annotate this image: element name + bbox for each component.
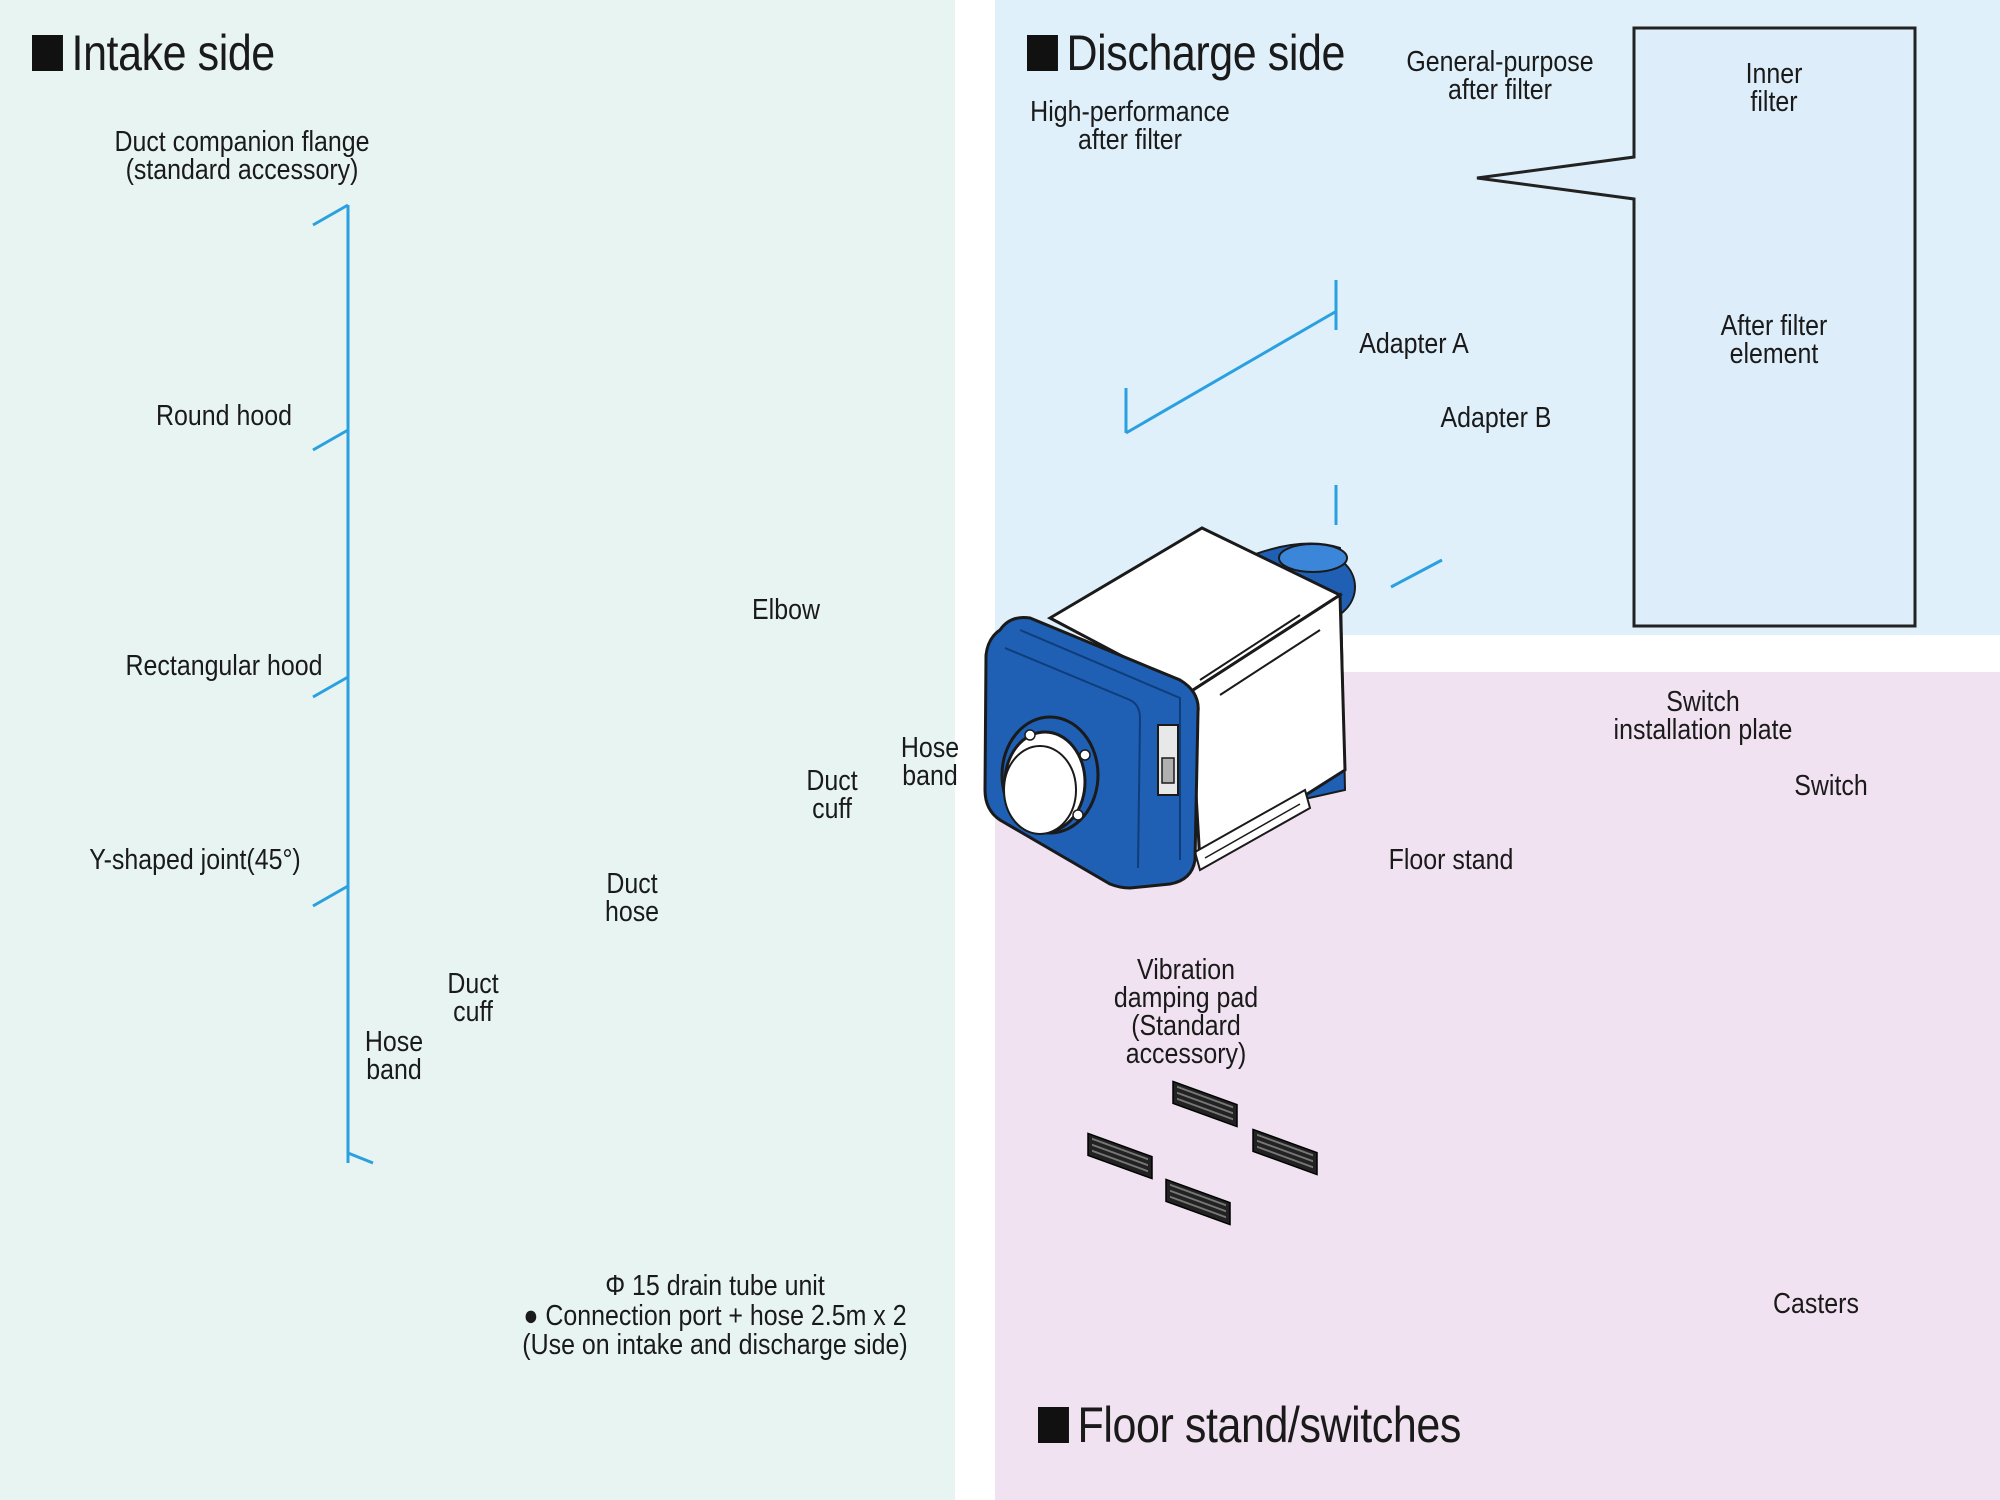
drain-tube-usage: (Use on intake and discharge side) [522, 1329, 908, 1361]
intake-side-heading: Intake side [32, 28, 275, 78]
rectangular-hood-label: Rectangular hood [125, 650, 323, 682]
pad-2 [1087, 1132, 1153, 1180]
hose-band-label-left: Hose band [364, 1026, 424, 1086]
pad-4 [1165, 1178, 1231, 1226]
vibration-damping-pads [1087, 1080, 1318, 1226]
duct-cuff-label-left: Duct cuff [447, 968, 499, 1028]
switch-installation-plate-label: Switch installation plate [1613, 686, 1793, 746]
filter-callout-box [1476, 26, 1917, 628]
high-performance-filter-label: High-performance after filter [1030, 96, 1230, 156]
pad-3 [1252, 1128, 1318, 1176]
floor-stand-heading: Floor stand/switches [1038, 1400, 1461, 1450]
elbow-label: Elbow [752, 594, 820, 626]
adapter-b-label: Adapter B [1440, 402, 1552, 434]
drain-tube-title: Φ 15 drain tube unit [605, 1270, 825, 1302]
discharge-leader-lines [1124, 280, 1443, 589]
duct-hose-label: Duct hose [604, 868, 660, 928]
adapter-a-label: Adapter A [1359, 328, 1469, 360]
square-bullet-icon [32, 35, 63, 71]
square-bullet-icon [1038, 1407, 1069, 1443]
round-hood-label: Round hood [156, 400, 292, 432]
y-joint-label: Y-shaped joint(45°) [89, 844, 301, 876]
discharge-side-heading: Discharge side [1027, 28, 1345, 78]
duct-companion-flange-label: Duct companion flange (standard accessor… [114, 126, 370, 186]
after-filter-element-label: After filter element [1720, 310, 1828, 370]
casters-label: Casters [1773, 1288, 1859, 1320]
dust-collector-unit [983, 526, 1356, 890]
drain-tube-connection: ● Connection port + hose 2.5m x 2 [523, 1300, 907, 1332]
intake-panel [0, 0, 955, 1500]
intake-leader-bracket [312, 203, 374, 1165]
duct-cuff-label-right: Duct cuff [806, 765, 858, 825]
hose-band-label-right: Hose band [900, 732, 960, 792]
square-bullet-icon [1027, 35, 1058, 71]
floor-stand-label: Floor stand [1388, 844, 1514, 876]
switch-label: Switch [1794, 770, 1868, 802]
inner-filter-label: Inner filter [1745, 58, 1803, 118]
pad-1 [1172, 1080, 1238, 1128]
general-purpose-filter-label: General-purpose after filter [1406, 46, 1594, 106]
vibration-damping-pad-label: Vibration damping pad (Standard accessor… [1113, 954, 1259, 1070]
